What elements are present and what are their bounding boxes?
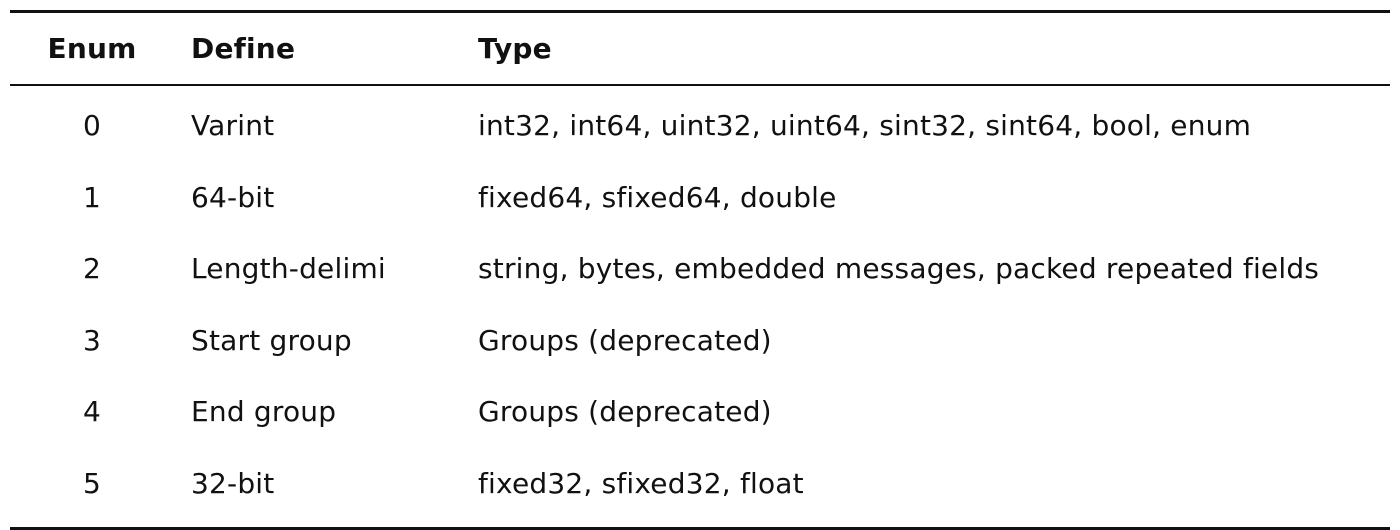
cell-enum: 4 xyxy=(82,395,101,429)
table-row: 5 32-bit fixed32, sfixed32, float xyxy=(10,448,1390,520)
table-header-row: Enum Define Type xyxy=(10,13,1390,84)
table-row: 0 Varint int32, int64, uint32, uint64, s… xyxy=(10,90,1390,162)
cell-type: fixed64, sfixed64, double xyxy=(478,180,837,214)
header-type: Type xyxy=(478,32,552,65)
cell-enum: 0 xyxy=(82,109,101,143)
cell-type: fixed32, sfixed32, float xyxy=(478,466,804,500)
cell-enum: 5 xyxy=(82,466,101,500)
table-row: 1 64-bit fixed64, sfixed64, double xyxy=(10,162,1390,234)
table-top-rule xyxy=(10,10,1390,13)
header-define: Define xyxy=(191,32,296,65)
header-enum: Enum xyxy=(47,32,137,65)
cell-type: Groups (deprecated) xyxy=(478,323,772,357)
table-row: 4 End group Groups (deprecated) xyxy=(10,376,1390,448)
wire-type-table: Enum Define Type 0 Varint int32, int64, … xyxy=(10,10,1390,530)
cell-define: Start group xyxy=(191,323,352,357)
cell-enum: 2 xyxy=(82,252,101,286)
cell-define: Length-delimi xyxy=(191,252,386,286)
cell-type: int32, int64, uint32, uint64, sint32, si… xyxy=(478,109,1252,143)
cell-type: string, bytes, embedded messages, packed… xyxy=(478,252,1320,286)
cell-define: End group xyxy=(191,395,337,429)
cell-type: Groups (deprecated) xyxy=(478,395,772,429)
table-row: 3 Start group Groups (deprecated) xyxy=(10,305,1390,377)
cell-enum: 1 xyxy=(82,180,101,214)
table-body: 0 Varint int32, int64, uint32, uint64, s… xyxy=(10,86,1390,527)
table-header-rule xyxy=(10,84,1390,86)
table-row: 2 Length-delimi string, bytes, embedded … xyxy=(10,233,1390,305)
cell-define: Varint xyxy=(191,109,275,143)
cell-define: 32-bit xyxy=(191,466,275,500)
cell-enum: 3 xyxy=(82,323,101,357)
cell-define: 64-bit xyxy=(191,180,275,214)
